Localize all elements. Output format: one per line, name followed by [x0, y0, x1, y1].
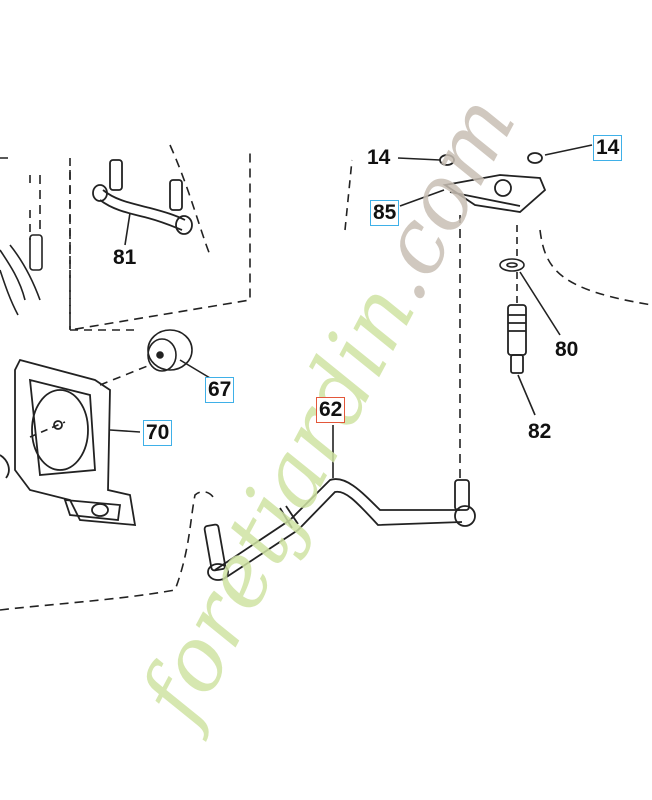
callout-81: 81 — [113, 246, 137, 269]
callout-70: 70 — [143, 420, 173, 446]
grommet-67 — [147, 329, 193, 372]
bolt-82 — [507, 304, 527, 374]
callout-80: 80 — [555, 338, 579, 361]
dashed-outline-left — [0, 157, 140, 331]
callout-85: 85 — [370, 200, 400, 226]
washer-80 — [499, 258, 525, 272]
dashed-frame-81 — [69, 150, 251, 331]
callout-62: 62 — [316, 397, 346, 423]
hose-fragment-left — [0, 234, 43, 316]
callout-67: 67 — [205, 377, 235, 403]
dashed-outline-bottom — [0, 490, 216, 611]
bracket-85 — [439, 152, 547, 213]
reservoir-70 — [0, 358, 137, 527]
callout-82: 82 — [528, 420, 552, 443]
callout-14-right: 14 — [593, 135, 623, 161]
pipe-62 — [203, 478, 476, 581]
callout-14-left: 14 — [367, 146, 391, 169]
dashed-outline-right — [539, 229, 652, 306]
pipe-81 — [92, 159, 193, 235]
